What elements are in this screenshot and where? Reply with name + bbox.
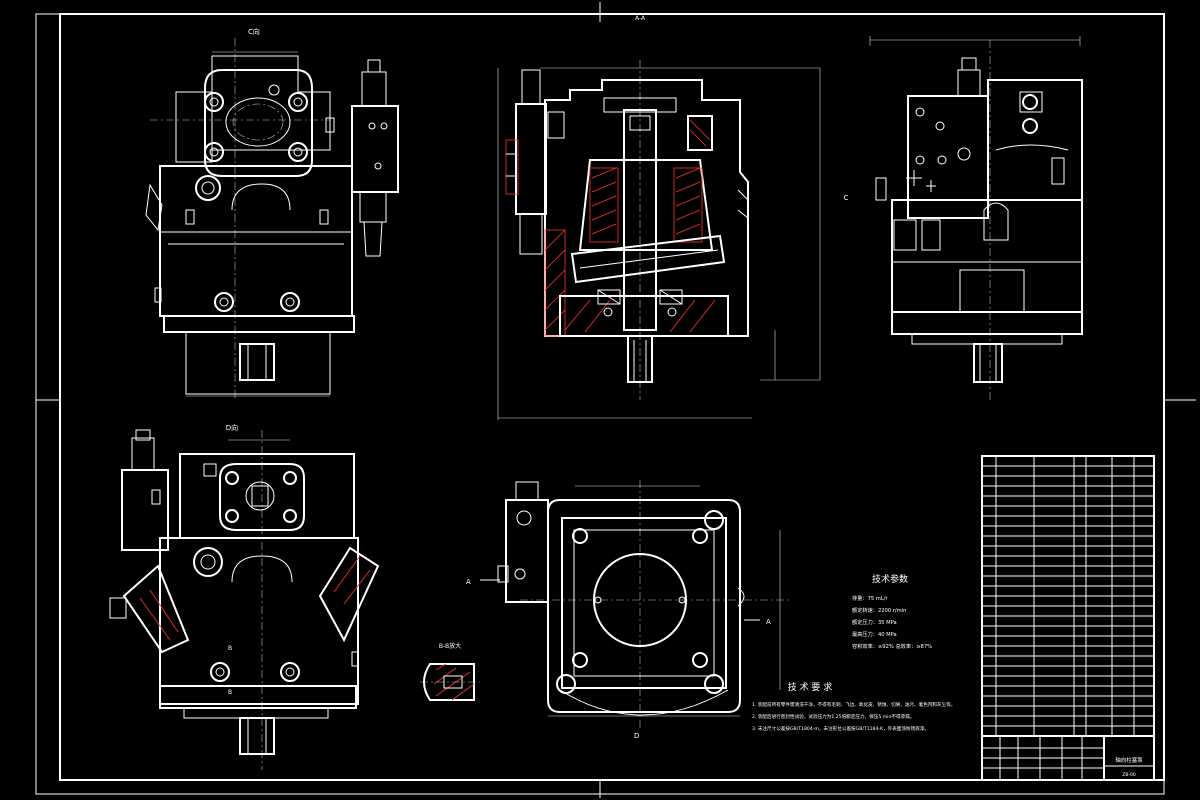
tech-param-line: 最高压力：40 MPa [852,630,897,638]
tech-req-title: 技 术 要 求 [788,681,833,693]
tech-param-line: 额定压力：35 MPa [852,618,897,626]
tech-req-line: 2. 装配后进行密封性试验，试验压力为1.25倍额定压力，保压5 min不得渗漏… [752,713,914,720]
drawing-number: ZB-00 [1122,772,1136,778]
tech-param-line: 排量：75 mL/r [852,594,889,602]
view-arrow-d: D [634,732,639,740]
detail-label: B-B放大 [439,642,461,650]
parts-list-table [981,455,1155,737]
tech-param-line: 额定转速：2200 r/min [852,606,906,614]
tech-params-block: 技术参数 排量：75 mL/r 额定转速：2200 r/min 额定压力：35 … [852,573,932,650]
tech-req-line: 1. 装配前所有零件需清洗干净，不得有毛刺、飞边、氧化皮、锈蚀、切屑、油污、着色… [752,701,955,708]
view-label-b1: B [228,645,232,652]
cut-label-a-left: A [466,578,471,586]
view-label-d: D向 [226,423,238,432]
view-label-c: C向 [248,27,260,36]
title-block: 轴向柱塞泵 ZB-00 [981,735,1155,781]
drawing-name: 轴向柱塞泵 [1115,756,1143,764]
view-label-aa: A-A [635,15,646,22]
sheet-frame [35,2,1196,798]
view-bottom-left: D向 B B [109,423,380,770]
view-bottom-middle: A A D [466,480,790,740]
tech-req-line: 3. 未注尺寸公差按GB/T1804-m，未注形位公差按GB/T1184-K，外… [752,725,929,732]
cut-label-a-right: A [766,618,771,626]
view-section-aa: A-A [497,15,821,420]
view-top-right: C [844,36,1083,400]
tech-param-line: 容积效率：≥92% 总效率：≥87% [852,642,932,650]
tech-params-title: 技术参数 [872,573,908,585]
view-top-left: C向 [145,27,399,400]
detail-bb: B-B放大 [420,642,480,701]
tech-requirements-block: 技 术 要 求 1. 装配前所有零件需清洗干净，不得有毛刺、飞边、氧化皮、锈蚀、… [752,681,955,732]
view-label-b2: B [228,689,232,696]
view-label-c-marker: C [844,194,849,202]
